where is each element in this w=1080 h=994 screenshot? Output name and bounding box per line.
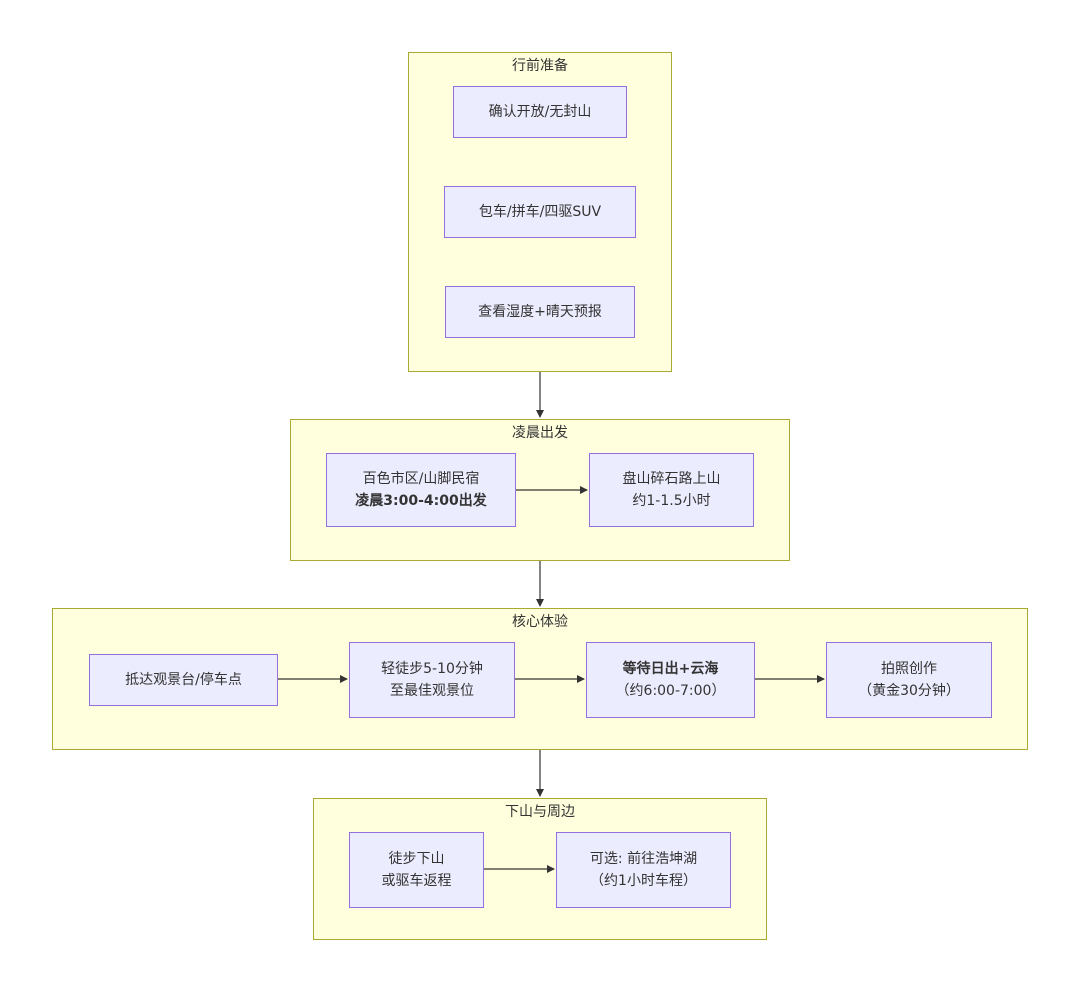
node-arrive-text: 抵达观景台/停车点 — [125, 672, 242, 688]
node-walk-line2: 至最佳观景位 — [390, 683, 474, 699]
node-down-line2: 或驱车返程 — [381, 873, 452, 889]
node-mountain-road-line2: 约1-1.5小时 — [632, 493, 711, 509]
node-confirm-open: 确认开放/无封山 — [453, 86, 627, 138]
node-walk-line1: 轻徒步5-10分钟 — [381, 661, 483, 677]
node-wait: 等待日出+云海 （约6:00-7:00） — [586, 642, 755, 718]
node-down: 徒步下山 或驱车返程 — [349, 832, 484, 908]
node-charter-text: 包车/拼车/四驱SUV — [478, 204, 602, 220]
node-arrive: 抵达观景台/停车点 — [89, 654, 278, 706]
node-photo-line2: （黄金30分钟） — [858, 683, 960, 699]
node-down-line1: 徒步下山 — [388, 851, 445, 867]
node-depart-from-line2: 凌晨3:00-4:00出发 — [355, 493, 487, 509]
group-title-prep: 行前准备 — [512, 58, 568, 74]
node-optional: 可选: 前往浩坤湖 （约1小时车程） — [556, 832, 731, 908]
node-optional-line1: 可选: 前往浩坤湖 — [589, 851, 698, 867]
group-title-core: 核心体验 — [512, 614, 568, 630]
node-photo-line1: 拍照创作 — [881, 661, 937, 677]
node-mountain-road-line1: 盘山碎石路上山 — [622, 471, 721, 487]
node-confirm-open-text: 确认开放/无封山 — [488, 104, 592, 120]
node-wait-line1: 等待日出+云海 — [622, 661, 719, 677]
node-weather-text: 查看湿度+晴天预报 — [478, 304, 602, 320]
node-wait-line2: （约6:00-7:00） — [615, 683, 726, 699]
node-walk: 轻徒步5-10分钟 至最佳观景位 — [349, 642, 515, 718]
group-title-depart: 凌晨出发 — [512, 425, 568, 441]
node-mountain-road: 盘山碎石路上山 约1-1.5小时 — [589, 453, 754, 527]
node-optional-line2: （约1小时车程） — [590, 873, 697, 889]
group-title-descent: 下山与周边 — [505, 804, 575, 820]
node-charter: 包车/拼车/四驱SUV — [444, 186, 636, 238]
node-weather: 查看湿度+晴天预报 — [445, 286, 635, 338]
node-depart-from-line1: 百色市区/山脚民宿 — [362, 471, 480, 487]
node-depart-from: 百色市区/山脚民宿 凌晨3:00-4:00出发 — [326, 453, 516, 527]
node-photo: 拍照创作 （黄金30分钟） — [826, 642, 992, 718]
